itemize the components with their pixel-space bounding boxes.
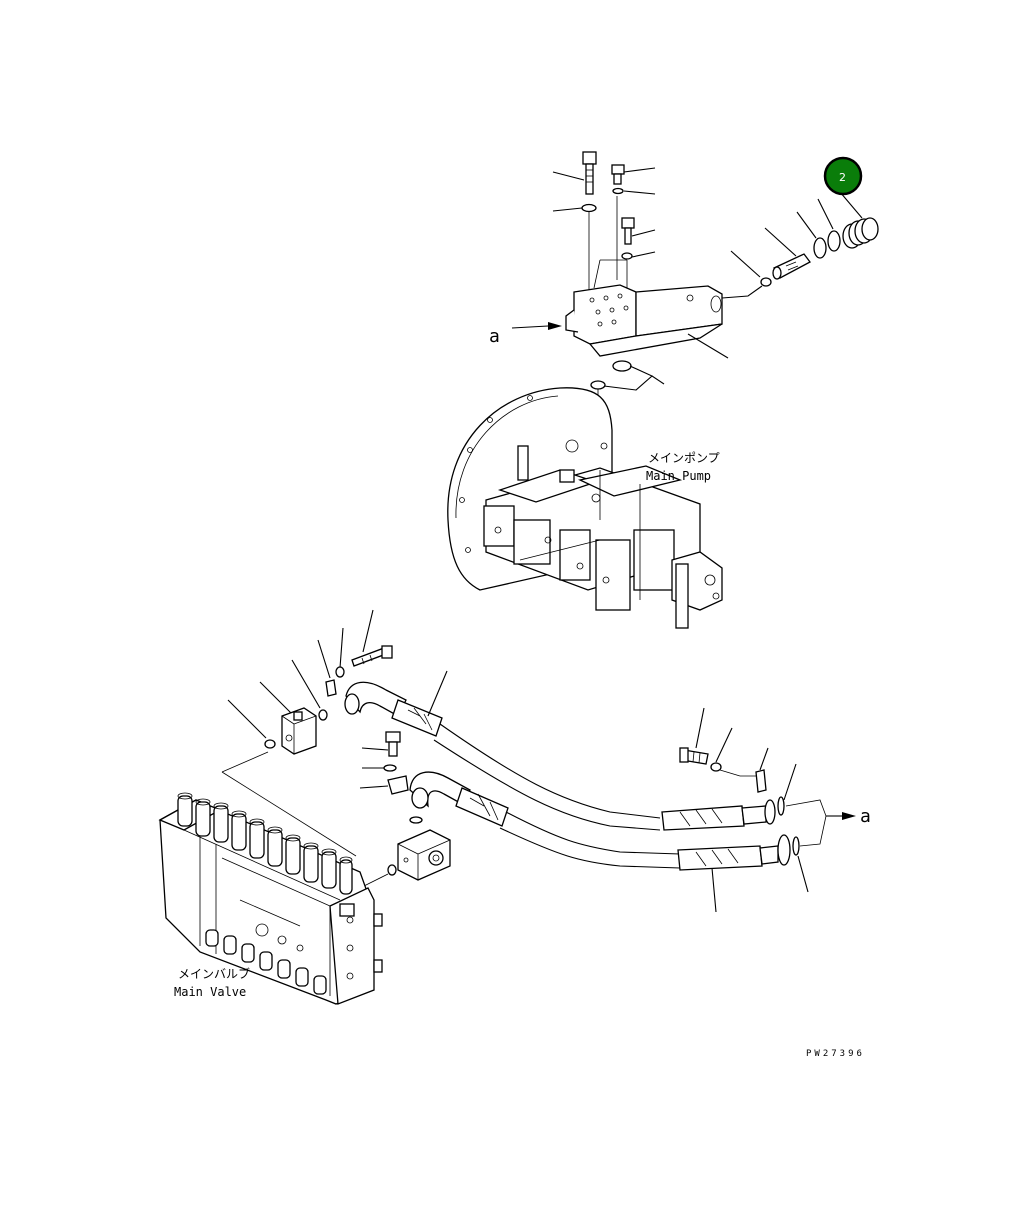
main-valve-label-jp: メインバルブ <box>178 966 250 981</box>
servo-assembly: a 2 <box>489 151 879 488</box>
o-ring-a <box>813 237 827 259</box>
small-seal <box>760 277 772 287</box>
main-pump <box>447 387 723 629</box>
right-bolt <box>679 747 709 765</box>
servo-gasket <box>612 360 632 372</box>
mid-bolt <box>621 217 656 245</box>
right-washer <box>710 762 722 772</box>
pipe-sleeve-lower <box>677 845 763 871</box>
right-flange-clip <box>755 769 767 793</box>
lower-bolt <box>351 645 393 667</box>
hose-sleeve-a <box>391 699 443 737</box>
servo-body <box>565 284 723 357</box>
o-ring-g <box>777 796 785 816</box>
pump-gasket <box>590 380 606 390</box>
center-fittings <box>359 731 681 887</box>
ref-a-right: a <box>860 806 871 827</box>
lower-washer <box>335 666 345 678</box>
main-valve <box>158 792 383 1005</box>
washer <box>581 203 597 213</box>
short-bolt <box>611 164 656 185</box>
left-fittings <box>221 609 661 857</box>
callout-2[interactable]: 2 <box>823 156 863 196</box>
o-ring-e <box>409 816 423 824</box>
center-bolt <box>385 731 401 757</box>
junction-block <box>281 707 317 755</box>
o-ring-f <box>387 864 397 876</box>
right-pipe-ends: a <box>661 707 871 913</box>
main-valve-label-en: Main Valve <box>174 985 246 999</box>
o-ring-h <box>792 836 800 856</box>
ref-a-top: a <box>489 326 500 347</box>
drawing-code: PW27396 <box>806 1049 865 1059</box>
cover-cap <box>842 217 879 249</box>
o-ring-c <box>318 709 328 721</box>
o-ring-small <box>612 187 624 195</box>
pipe-sleeve-upper <box>661 805 745 831</box>
split-flange-b <box>387 775 409 795</box>
swivel-block <box>397 829 451 881</box>
callout-number: 2 <box>839 171 846 184</box>
o-ring-d <box>264 739 276 749</box>
o-ring-b <box>827 230 841 252</box>
main-pump-label-en: Main Pump <box>646 469 711 483</box>
center-washer <box>383 764 397 772</box>
hose-sleeve-b <box>455 787 509 827</box>
main-pump-label-jp: メインポンプ <box>648 451 720 465</box>
o-ring-mid <box>621 252 633 260</box>
split-flange-a <box>325 679 337 697</box>
spool-plug <box>772 253 811 280</box>
long-bolt <box>552 151 597 195</box>
